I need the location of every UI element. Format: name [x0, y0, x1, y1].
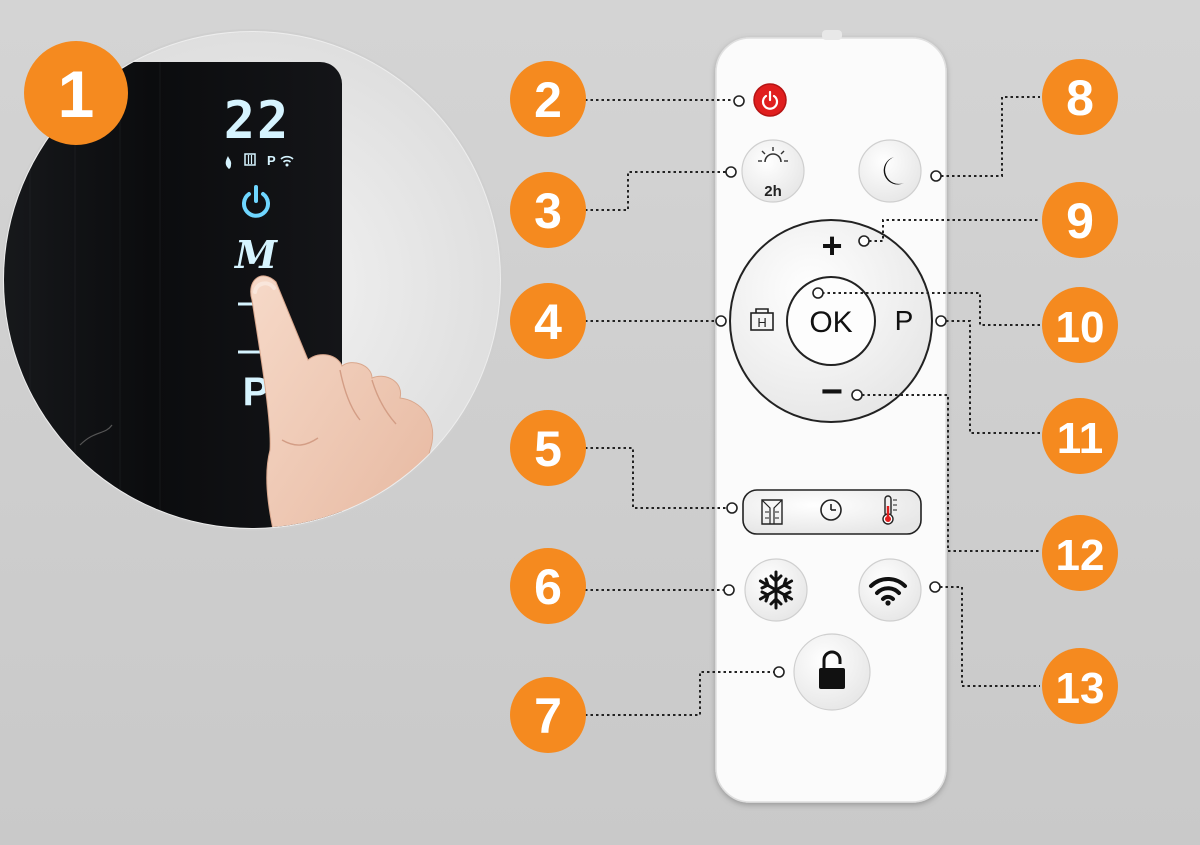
callout-line-5	[585, 447, 727, 509]
callout-lines	[585, 96, 1040, 716]
wifi-icon	[869, 576, 907, 601]
h-window-icon[interactable]: H	[750, 308, 774, 331]
badge-11: 11	[1042, 398, 1118, 474]
badge-number: 12	[1056, 531, 1105, 580]
callout-line-8	[941, 96, 1040, 177]
badge-number: 1	[58, 57, 95, 131]
lock-icon	[819, 650, 845, 689]
curtain-icon[interactable]	[761, 499, 783, 525]
frost-protection-button[interactable]	[744, 558, 808, 622]
badge-2: 2	[510, 61, 586, 137]
callout-line-11	[946, 320, 1040, 434]
minus-button[interactable]: −	[821, 371, 843, 413]
sun-icon	[758, 147, 788, 163]
callout-line-3	[585, 171, 726, 211]
badge-number: 4	[534, 294, 562, 350]
badge-number: 5	[534, 421, 562, 477]
callout-line-13	[940, 586, 1040, 687]
night-mode-button[interactable]	[858, 139, 922, 203]
timer-2h-button[interactable]: 2h	[741, 139, 805, 203]
function-bar	[742, 489, 922, 535]
badge-number: 3	[534, 183, 562, 239]
badge-7: 7	[510, 677, 586, 753]
wifi-button[interactable]	[858, 558, 922, 622]
callout-line-7	[585, 671, 774, 716]
temperature-display: 22	[224, 91, 291, 151]
mode-button[interactable]: M	[233, 232, 278, 277]
p-button[interactable]: P	[895, 305, 914, 336]
badge-3: 3	[510, 172, 586, 248]
power-icon[interactable]	[242, 185, 270, 218]
badge-9: 9	[1042, 182, 1118, 258]
ok-button[interactable]: OK	[809, 306, 852, 339]
badge-10: 10	[1042, 287, 1118, 363]
navigation-ring	[729, 219, 933, 423]
clock-icon[interactable]	[820, 499, 842, 521]
badge-number: 9	[1066, 193, 1094, 249]
wifi-icon	[280, 155, 294, 167]
badge-1: 1	[24, 41, 128, 145]
badge-number: 7	[534, 688, 562, 744]
plus-button[interactable]: +	[821, 225, 842, 266]
callout-line-9	[869, 219, 1040, 242]
timer-label: 2h	[764, 183, 782, 200]
badge-8: 8	[1042, 59, 1118, 135]
badge-number: 13	[1056, 664, 1105, 713]
badge-6: 6	[510, 548, 586, 624]
flame-icon	[225, 156, 232, 169]
badge-number: 10	[1056, 303, 1105, 352]
badge-4: 4	[510, 283, 586, 359]
callout-endpoints	[715, 95, 947, 678]
badge-12: 12	[1042, 515, 1118, 591]
badge-number: 11	[1057, 414, 1104, 463]
badge-13: 13	[1042, 648, 1118, 724]
power-icon	[761, 90, 779, 110]
callout-line-12	[862, 394, 1040, 552]
heater-icon	[244, 153, 256, 166]
snowflake-icon	[758, 570, 794, 610]
thermometer-icon[interactable]	[882, 495, 897, 525]
status-program-label: P	[267, 153, 276, 168]
badge-number: 8	[1066, 70, 1094, 126]
h-label: H	[757, 315, 766, 330]
callout-line-10	[822, 292, 1040, 326]
badge-number: 2	[534, 72, 562, 128]
badge-number: 6	[534, 559, 562, 615]
remote-power-button[interactable]	[753, 83, 787, 117]
child-lock-button[interactable]	[793, 633, 871, 711]
badge-5: 5	[510, 410, 586, 486]
